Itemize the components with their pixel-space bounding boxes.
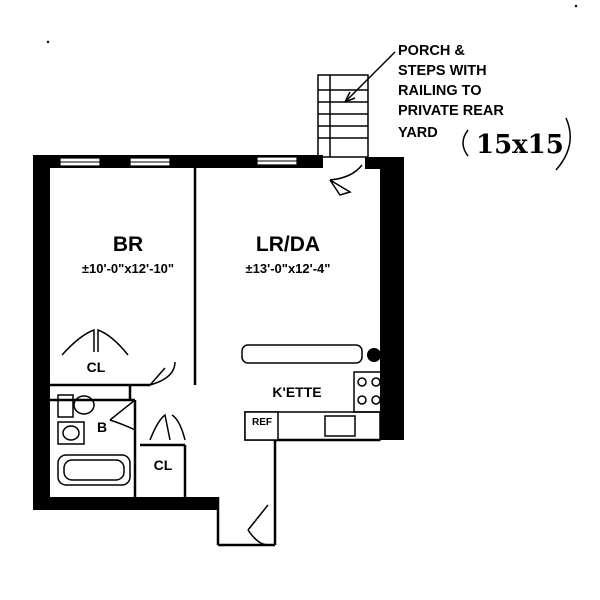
scan-speck bbox=[574, 4, 578, 8]
west-wall bbox=[33, 155, 50, 510]
column-icon bbox=[367, 348, 381, 362]
bath-door bbox=[109, 399, 136, 431]
north-windows bbox=[59, 156, 298, 167]
refrigerator bbox=[244, 411, 279, 441]
porch-note-line-5: YARD bbox=[398, 125, 438, 141]
exterior-walls bbox=[33, 155, 404, 510]
handwritten-porch-size: 15x15 bbox=[476, 130, 564, 160]
bedroom-label: BR bbox=[113, 233, 143, 256]
burner-icon bbox=[357, 377, 367, 387]
bath-label: B bbox=[97, 419, 107, 435]
south-wall bbox=[33, 497, 218, 510]
refrigerator-label: REF bbox=[252, 417, 272, 428]
stove bbox=[353, 371, 385, 413]
burner-icon bbox=[357, 395, 367, 405]
toilet-tank bbox=[57, 394, 74, 418]
toilet-bowl bbox=[73, 395, 95, 415]
hall-closet-door bbox=[149, 413, 186, 441]
sink-icon bbox=[62, 425, 80, 441]
bath-fixtures bbox=[57, 394, 131, 486]
porch-note: PORCH & STEPS WITH RAILING TO PRIVATE RE… bbox=[398, 43, 571, 171]
doors bbox=[61, 164, 363, 546]
bedroom-closet-label: CL bbox=[87, 359, 106, 375]
porch-outline bbox=[317, 74, 369, 158]
entry-door bbox=[247, 504, 269, 546]
kitchenette-label: K'ETTE bbox=[272, 384, 321, 400]
living-dining-label: LR/DA bbox=[256, 233, 320, 256]
counter-top bbox=[241, 344, 363, 364]
porch-note-line-3: RAILING TO bbox=[398, 83, 482, 99]
scan-speck bbox=[46, 40, 50, 44]
porch-steps bbox=[317, 51, 396, 158]
vanity bbox=[57, 421, 85, 445]
porch-door bbox=[329, 179, 352, 196]
burner-icon bbox=[371, 395, 381, 405]
porch-leader-line bbox=[344, 51, 396, 103]
bedroom-door bbox=[149, 361, 176, 386]
interior-walls bbox=[50, 168, 380, 547]
porch-note-line-2: STEPS WITH bbox=[398, 63, 487, 79]
hall-closet-label: CL bbox=[154, 457, 173, 473]
bathtub bbox=[57, 454, 131, 486]
kitchenette-fixtures bbox=[241, 344, 385, 441]
north-wall-left bbox=[33, 155, 323, 168]
porch-note-line-1: PORCH & bbox=[398, 43, 465, 59]
bedroom-dimensions: ±10'-0"x12'-10" bbox=[82, 261, 174, 276]
burner-icon bbox=[371, 377, 381, 387]
br-closet-doors bbox=[61, 328, 129, 356]
kitchen-sink bbox=[324, 415, 356, 437]
porch-note-line-4: PRIVATE REAR bbox=[398, 103, 504, 119]
living-dining-dimensions: ±13'-0"x12'-4" bbox=[246, 261, 331, 276]
